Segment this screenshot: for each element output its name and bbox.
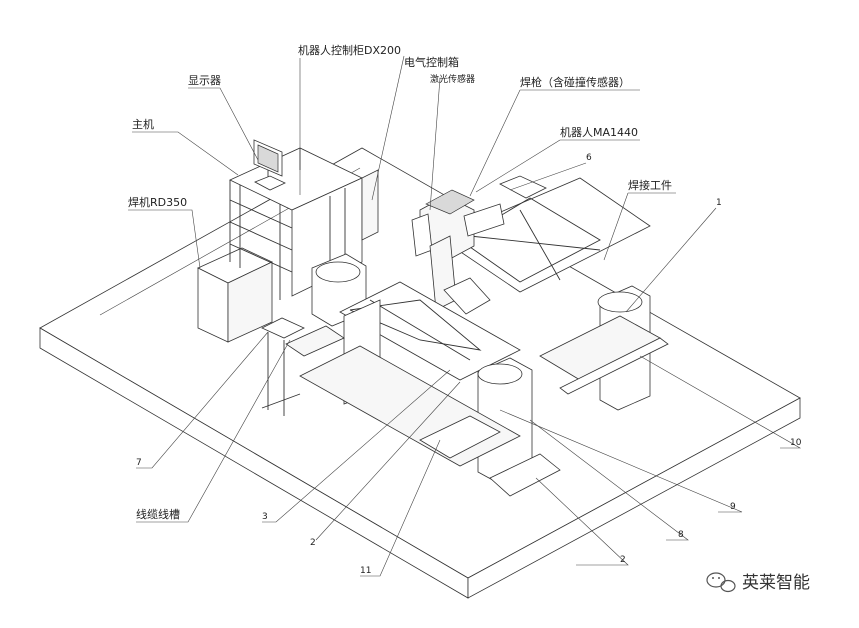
wechat-icon [706,572,736,593]
callout-9: 9 [730,502,736,512]
label-workpiece: 焊接工件 [628,178,672,192]
callout-2-left: 2 [310,538,316,548]
callout-1: 1 [716,198,722,208]
watermark: 英莱智能 [706,572,810,593]
callout-10: 10 [790,438,802,448]
callout-11: 11 [360,566,371,576]
label-welder: 焊机RD350 [128,195,187,209]
monitor-unit [253,139,286,191]
callout-3: 3 [262,512,268,522]
robot-arm [411,189,505,315]
label-host: 主机 [132,117,154,131]
callout-8: 8 [678,530,684,540]
label-electrical-box: 电气控制箱 [404,55,459,69]
callout-6: 6 [586,153,592,163]
cable-trough-stand [261,317,345,416]
label-laser-sensor: 激光传感器 [430,73,475,85]
callout-2-right: 2 [620,555,626,565]
label-robot-controller: 机器人控制柜DX200 [298,43,401,57]
watermark-text: 英莱智能 [742,573,810,593]
welder-unit [197,247,273,343]
leader-lines [128,55,802,577]
electrical-box [361,169,379,241]
rear-positioner [439,175,669,411]
label-monitor: 显示器 [188,74,221,87]
label-welding-torch: 焊枪（含碰撞传感器） [520,75,630,89]
callout-7: 7 [136,458,142,468]
label-robot: 机器人MA1440 [560,125,638,139]
label-cable-trough: 线缆线槽 [136,507,180,521]
front-positioner [299,253,561,497]
